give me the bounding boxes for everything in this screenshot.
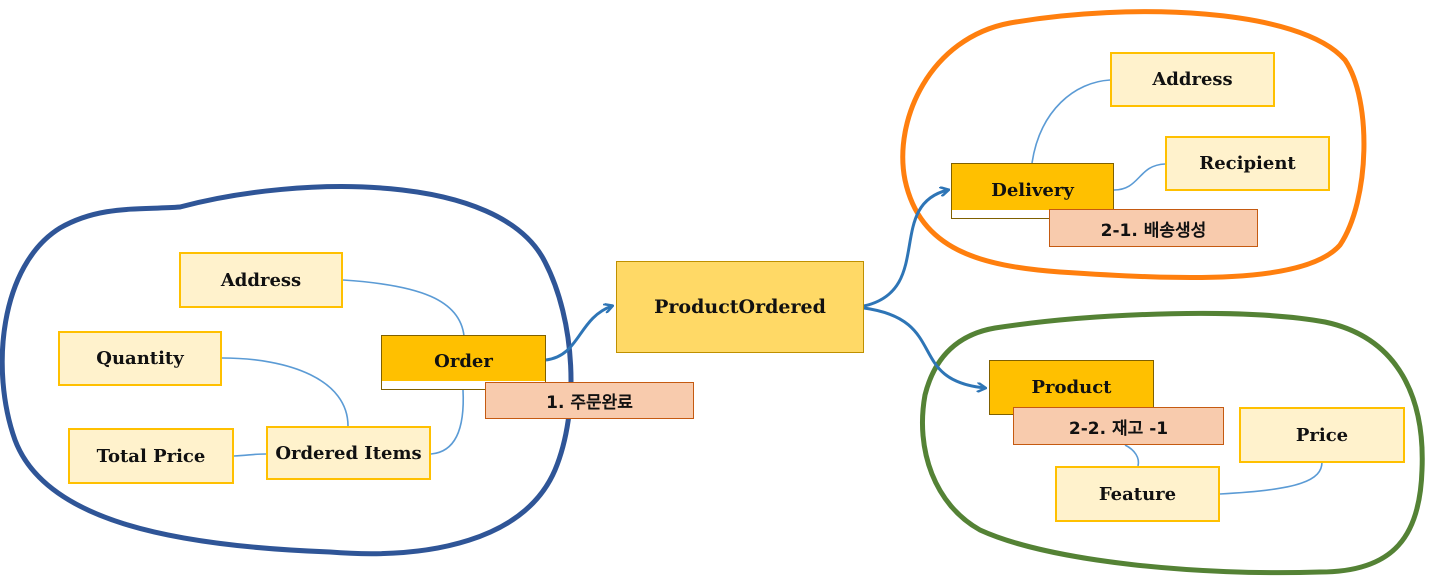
link-orderitems-totalprice (233, 453, 267, 457)
aggregate-stripe (382, 381, 545, 389)
order-address-label: Address (220, 269, 302, 291)
order-quantity-attribute[interactable]: Quantity (58, 331, 222, 386)
product-price-label: Price (1295, 424, 1349, 446)
delivery-context-boundary (900, 9, 1367, 281)
order-context-boundary (0, 184, 574, 557)
product-context-boundary (919, 310, 1425, 576)
link-feature-price (1219, 461, 1323, 495)
aggregate-stripe (952, 210, 1113, 218)
order-command[interactable]: 1. 주문완료 (485, 382, 694, 419)
order-ordered-items-attribute[interactable]: Ordered Items (266, 426, 431, 480)
delivery-command-label: 2-1. 배송생성 (1100, 220, 1207, 241)
link-orderitems-quantity (221, 357, 349, 427)
product-ordered-event[interactable]: ProductOrdered (616, 261, 864, 353)
order-total-price-label: Total Price (96, 445, 206, 467)
link-order-orderitems (430, 389, 465, 455)
flow-event-to-product (863, 306, 985, 388)
delivery-address-attribute[interactable]: Address (1110, 52, 1275, 107)
link-product-feature (1124, 444, 1140, 467)
product-feature-label: Feature (1098, 483, 1177, 505)
product-command-label: 2-2. 재고 -1 (1068, 418, 1169, 439)
product-aggregate-label: Product (1031, 377, 1112, 398)
product-price-attribute[interactable]: Price (1239, 407, 1405, 463)
order-aggregate[interactable]: Order (381, 335, 546, 390)
order-aggregate-label: Order (434, 351, 493, 372)
attribute-links (221, 79, 1323, 495)
delivery-address-label: Address (1152, 69, 1233, 90)
order-command-label: 1. 주문완료 (546, 393, 633, 413)
delivery-aggregate-label: Delivery (991, 179, 1074, 201)
flow-event-to-delivery (863, 190, 948, 308)
order-total-price-attribute[interactable]: Total Price (68, 428, 234, 484)
order-ordered-items-label: Ordered Items (275, 442, 422, 464)
link-delivery-recipient (1113, 163, 1166, 191)
product-ordered-event-label: ProductOrdered (654, 296, 826, 318)
order-quantity-label: Quantity (96, 348, 184, 369)
link-order-address (342, 279, 465, 337)
product-feature-attribute[interactable]: Feature (1055, 466, 1220, 522)
event-flows (545, 190, 985, 388)
delivery-recipient-label: Recipient (1199, 153, 1296, 174)
link-delivery-address (1031, 79, 1111, 164)
product-command[interactable]: 2-2. 재고 -1 (1013, 407, 1224, 445)
delivery-command[interactable]: 2-1. 배송생성 (1049, 209, 1258, 247)
order-address-attribute[interactable]: Address (179, 252, 343, 308)
flow-order-to-event (545, 306, 612, 362)
delivery-recipient-attribute[interactable]: Recipient (1165, 136, 1330, 191)
